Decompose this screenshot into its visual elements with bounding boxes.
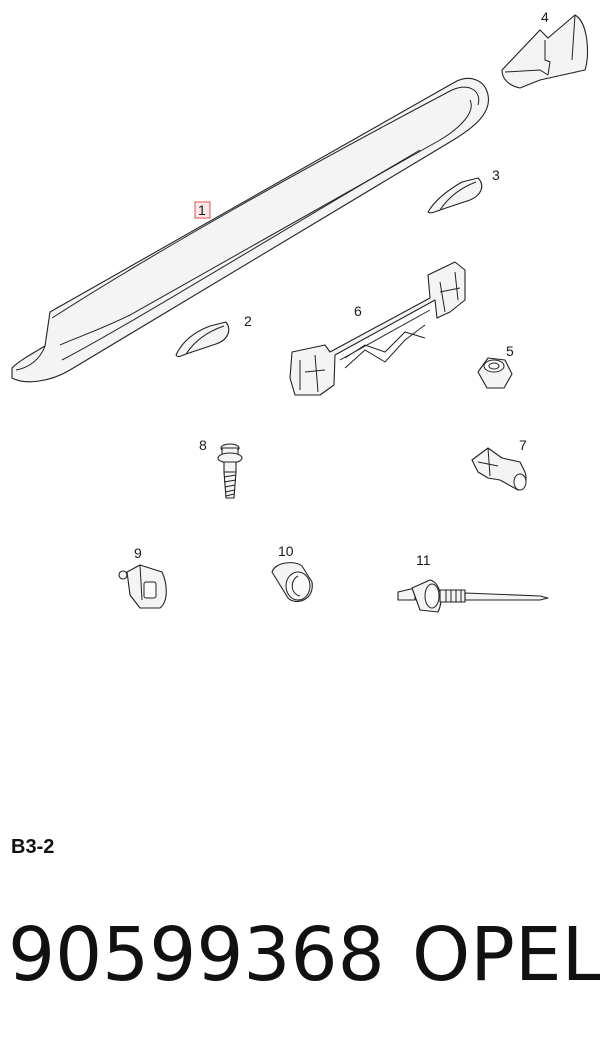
callout-9-label[interactable]: 9 xyxy=(134,545,142,561)
callout-7-label[interactable]: 7 xyxy=(519,437,527,453)
callout-1-highlight-box xyxy=(194,201,211,219)
part-6-bracket[interactable] xyxy=(289,261,466,396)
callout-4-label[interactable]: 4 xyxy=(541,9,549,25)
callout-3-label[interactable]: 3 xyxy=(492,167,500,183)
part-1-sill-moulding[interactable] xyxy=(11,77,489,383)
callout-8-label[interactable]: 8 xyxy=(199,437,207,453)
part-9-tab-clip[interactable] xyxy=(118,564,167,609)
callout-5-label[interactable]: 5 xyxy=(506,343,514,359)
part-3-clip[interactable] xyxy=(427,177,483,214)
callout-6-label[interactable]: 6 xyxy=(354,303,362,319)
part-5-nut[interactable] xyxy=(477,357,513,389)
brand-name: OPEL xyxy=(412,912,600,998)
callout-2-label[interactable]: 2 xyxy=(244,313,252,329)
callout-1-label[interactable]: 1 xyxy=(198,202,206,218)
callout-10-label[interactable]: 10 xyxy=(278,543,294,559)
part-10-rivet-cap[interactable] xyxy=(271,562,313,602)
part-number: 90599368 xyxy=(8,912,385,998)
part-7-push-clip[interactable] xyxy=(471,447,527,491)
part-4-end-cap[interactable] xyxy=(501,14,589,89)
part-2-clip[interactable] xyxy=(175,321,230,358)
callout-11-label[interactable]: 11 xyxy=(416,552,431,568)
part-8-threaded-stud[interactable] xyxy=(217,443,243,499)
part-11-blind-rivet[interactable] xyxy=(397,579,549,613)
section-code: B3-2 xyxy=(11,836,55,858)
exploded-parts-diagram: 1 2 3 4 5 6 7 8 9 10 11 xyxy=(11,9,589,613)
